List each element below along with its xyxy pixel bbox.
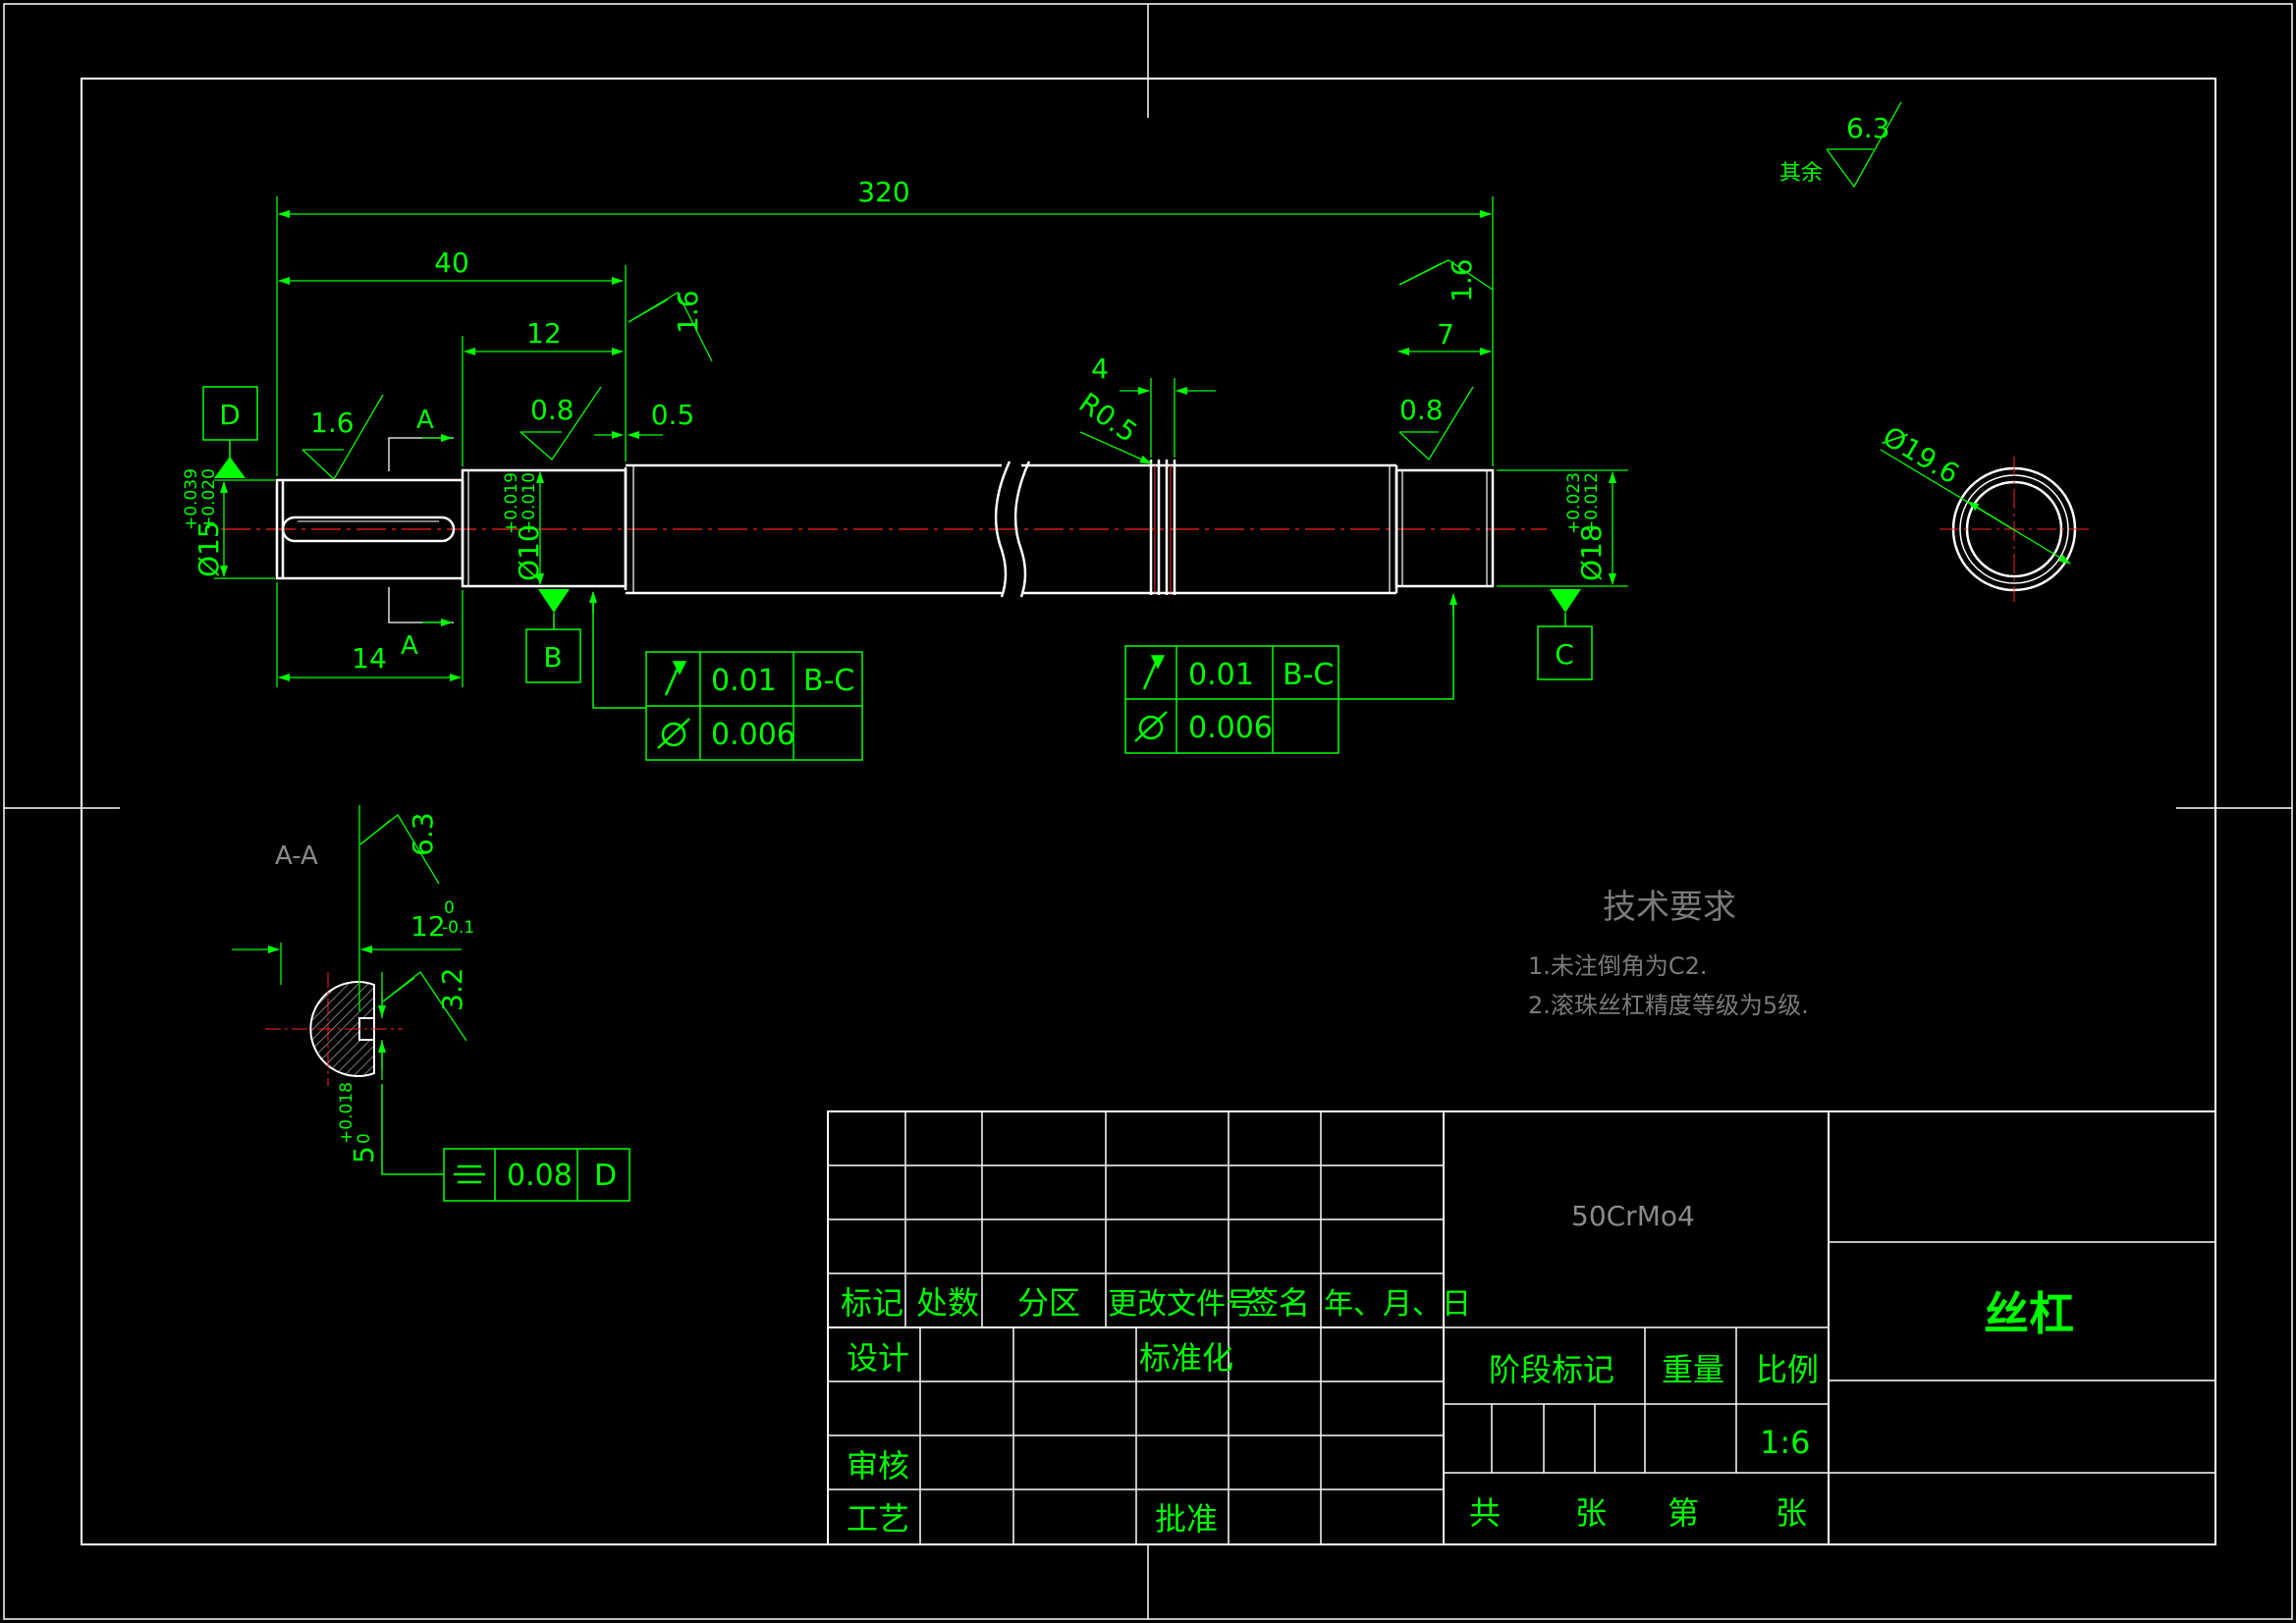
thread-groove-detail xyxy=(1154,465,1172,593)
roughness-general-value: 6.3 xyxy=(1846,112,1890,144)
notes-title: 技术要求 xyxy=(1603,888,1736,927)
tb-header-sign: 签名 xyxy=(1247,1284,1310,1322)
section-mark-top: A xyxy=(416,406,434,435)
section-mark-bottom: A xyxy=(401,631,418,661)
dim-320: 320 xyxy=(857,176,909,208)
fcf-right-cyl-value: 0.006 xyxy=(1188,711,1273,745)
roughness-journal-left: 0.8 xyxy=(530,394,574,426)
dim-d15: Ø15 xyxy=(192,520,225,577)
tb-header-zone: 分区 xyxy=(1017,1284,1080,1322)
tb-scale-value: 1:6 xyxy=(1760,1424,1811,1461)
fcf-left-cyl-value: 0.006 xyxy=(711,718,795,752)
key-width: 5 xyxy=(348,1146,380,1163)
tb-design: 设计 xyxy=(847,1339,909,1377)
tb-header-date: 年、月、日 xyxy=(1324,1287,1471,1322)
tb-header-mark: 标记 xyxy=(841,1284,903,1322)
tb-sheet-2: 张 xyxy=(1776,1494,1807,1532)
key-width-lower: 0 xyxy=(355,1133,374,1144)
dim-outer-diameter: Ø19.6 xyxy=(1877,420,1964,491)
dim-40: 40 xyxy=(434,246,469,279)
roughness-general-label: 其余 xyxy=(1779,161,1823,186)
tb-standard: 标准化 xyxy=(1139,1339,1233,1377)
fcf-right xyxy=(1124,593,1457,754)
tb-review: 审核 xyxy=(847,1447,909,1485)
tb-nth: 第 xyxy=(1667,1494,1699,1532)
dim-7: 7 xyxy=(1437,318,1454,351)
dim-d10-upper: +0.019 xyxy=(502,472,521,534)
tb-weight: 重量 xyxy=(1662,1351,1724,1388)
dim-d10-lower: +0.010 xyxy=(519,472,539,534)
fcf-right-runout-ref: B-C xyxy=(1283,658,1334,692)
section-a-a-view xyxy=(265,972,403,1086)
tb-process: 工艺 xyxy=(847,1500,909,1538)
key-width-upper: +0.018 xyxy=(337,1082,356,1144)
shaft-outline xyxy=(275,460,1495,598)
dim-d18-lower: +0.012 xyxy=(1582,472,1602,534)
shaft-end-view xyxy=(1880,449,2089,602)
datum-b-label: B xyxy=(543,641,562,674)
tb-sheet-1: 张 xyxy=(1575,1494,1607,1532)
fcf-left-runout-value: 0.01 xyxy=(711,664,777,698)
dim-d15-upper: +0.039 xyxy=(182,468,201,530)
key-depth: 12 xyxy=(410,910,446,943)
tb-header-count: 处数 xyxy=(916,1284,979,1322)
notes-line-1: 1.未注倒角为C2. xyxy=(1528,952,1708,980)
title-block xyxy=(827,1110,2216,1545)
dim-12: 12 xyxy=(526,317,562,350)
datum-c: C xyxy=(1537,589,1593,680)
roughness-keyway: 1.6 xyxy=(310,406,355,439)
dim-d15-lower: +0.020 xyxy=(199,468,219,530)
title-block-text: 标记 处数 分区 更改文件号 签名 年、月、日 设计 标准化 审核 工艺 批准 … xyxy=(841,1200,2074,1538)
dim-d18: Ø18 xyxy=(1575,524,1608,581)
shaft-main-view xyxy=(221,460,1547,598)
fcf-left-runout-ref: B-C xyxy=(803,664,854,698)
dimension-texts: 320 40 12 0.5 14 7 4 R0.5 Ø15 +0.039 +0.… xyxy=(182,176,1608,675)
sheet-frame xyxy=(3,3,2293,1620)
datum-d: D xyxy=(202,386,258,478)
datum-d-label: D xyxy=(219,399,241,431)
section-a-a-dims xyxy=(232,805,462,1080)
notes-line-2: 2.滚珠丝杠精度等级为5级. xyxy=(1528,992,1809,1019)
section-title: A-A xyxy=(275,841,318,871)
section-cut-marks xyxy=(388,437,454,623)
dim-0-5: 0.5 xyxy=(651,399,695,431)
tb-stage: 阶段标记 xyxy=(1489,1351,1614,1388)
fcf-left xyxy=(589,591,863,761)
tb-approve: 批准 xyxy=(1155,1500,1218,1538)
tb-part-name: 丝杠 xyxy=(1984,1287,2074,1340)
roughness-left-face: 1.6 xyxy=(672,290,704,334)
key-depth-upper: 0 xyxy=(444,898,455,918)
dim-4: 4 xyxy=(1091,352,1109,385)
fcf-right-runout-value: 0.01 xyxy=(1188,658,1254,692)
section-cut-arrows xyxy=(422,434,453,626)
dim-d18-upper: +0.023 xyxy=(1564,472,1584,534)
dimension-lines xyxy=(214,196,1628,687)
dim-d10: Ø10 xyxy=(513,524,545,581)
roughness-values: 6.3 其余 1.6 1.6 0.8 1.6 0.8 6.3 3.2 xyxy=(310,112,1890,1011)
fcf-symmetry-ref: D xyxy=(594,1159,617,1193)
roughness-journal-right: 0.8 xyxy=(1399,394,1444,426)
dim-r0-5: R0.5 xyxy=(1073,386,1143,449)
datum-b: B xyxy=(525,589,581,683)
fcf-symmetry xyxy=(381,1084,630,1202)
fcf-symmetry-value: 0.08 xyxy=(507,1159,573,1193)
roughness-section: 6.3 xyxy=(407,812,439,856)
tb-scale-label: 比例 xyxy=(1756,1351,1819,1388)
roughness-right-face: 1.6 xyxy=(1446,258,1478,302)
tb-header-doc: 更改文件号 xyxy=(1108,1287,1255,1322)
dim-14: 14 xyxy=(352,642,387,675)
technical-notes: 技术要求 1.未注倒角为C2. 2.滚珠丝杠精度等级为5级. xyxy=(1528,888,1809,1019)
tb-material: 50CrMo4 xyxy=(1571,1200,1695,1232)
roughness-symbols xyxy=(301,101,1902,1042)
key-depth-lower: -0.1 xyxy=(442,918,474,938)
datum-c-label: C xyxy=(1555,638,1574,671)
tb-total: 共 xyxy=(1469,1494,1501,1532)
roughness-key: 3.2 xyxy=(436,967,468,1011)
